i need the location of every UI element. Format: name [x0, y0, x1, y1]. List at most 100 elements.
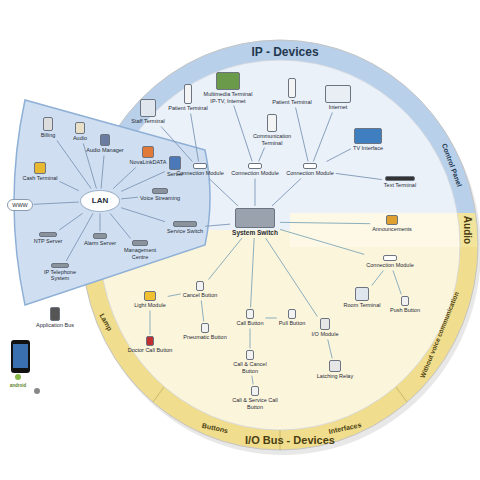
node-text: NovaLinkDATA: [130, 159, 167, 165]
node-text: Room Terminal: [344, 302, 381, 308]
device-node: NovaLinkDATA: [129, 145, 168, 166]
ring-label: Control Panel: [441, 142, 463, 187]
device-node: Room Terminal: [343, 286, 382, 309]
device-icon: [325, 85, 351, 103]
device-icon: [100, 134, 110, 146]
node-text: Doctor Call Button: [128, 347, 173, 353]
apple-logo: [34, 388, 40, 394]
connector-wire: [328, 340, 333, 359]
connector-wire: [59, 213, 82, 230]
node-text: Application Bus: [36, 322, 74, 328]
device-node: System Switch: [231, 207, 279, 237]
connector-wire: [265, 317, 276, 318]
node-text: Text Terminal: [384, 182, 416, 188]
device-icon: [246, 350, 254, 360]
device-icon: [152, 188, 168, 194]
device-icon: [51, 263, 69, 268]
device-icon: [43, 117, 53, 131]
device-icon: [385, 176, 415, 181]
device-node: Communication Terminal: [246, 113, 298, 146]
connector-wire: [272, 179, 301, 206]
node-text: Pull Button: [279, 320, 306, 326]
node-text: Push Button: [390, 307, 420, 313]
node-text: Cancel Button: [183, 292, 218, 298]
device-icon: [320, 318, 330, 330]
connector-wire: [101, 156, 104, 189]
device-icon: [251, 386, 259, 396]
node-text: Patient Terminal: [272, 99, 311, 105]
device-node: Call & Service Call Button: [229, 385, 281, 410]
connector-wire: [66, 213, 93, 261]
device-icon: [235, 208, 275, 228]
device-icon: [354, 128, 382, 144]
connector-wire: [336, 173, 382, 179]
device-icon: [329, 360, 341, 372]
device-node: Cash Terminal: [21, 161, 58, 182]
ring-label: IP - Devices: [251, 46, 318, 58]
node-text: Staff Terminal: [131, 118, 164, 124]
node-text: Billing: [41, 132, 56, 138]
device-icon: [201, 323, 209, 333]
node-text: TV Interface: [353, 145, 383, 151]
connector-wire: [60, 181, 79, 190]
device-icon: [196, 281, 204, 291]
node-text: Call & Service Call Button: [230, 397, 280, 409]
connector-wire: [313, 113, 332, 162]
device-icon: [140, 99, 156, 117]
connector-wire: [201, 301, 203, 322]
device-node: IP Telephone System: [34, 262, 86, 282]
device-icon: [216, 72, 240, 90]
node-text: Audio Manager: [86, 147, 123, 153]
connector-wire: [121, 197, 138, 199]
device-node: Connection Module: [285, 162, 334, 177]
connector-wire: [234, 106, 252, 162]
device-icon: [184, 84, 192, 104]
device-node: Alarm Server: [83, 232, 117, 247]
device-icon: [303, 163, 317, 169]
device-icon: [144, 291, 156, 301]
connector-wire: [57, 141, 91, 189]
node-text: NTP Server: [34, 238, 63, 244]
node-text: IP Telephone System: [35, 269, 85, 281]
connector-wire: [372, 271, 384, 286]
device-node: Audio Manager: [85, 133, 124, 154]
device-node: Connection Module: [365, 254, 414, 269]
node-text: Voice Streaming: [140, 195, 180, 201]
device-node: Multimedia Terminal IP-TV, Internet: [202, 71, 254, 104]
device-node: Cancel Button: [182, 280, 219, 299]
connector-wire: [251, 238, 255, 307]
device-icon: [173, 221, 197, 227]
android-logo: [15, 374, 21, 380]
device-node: Light Module: [133, 290, 167, 309]
connector-wire: [209, 179, 238, 206]
device-icon: [75, 122, 85, 134]
device-node: Pneumatic Button: [182, 322, 227, 341]
connector-wire: [113, 168, 135, 189]
device-node: Billing: [40, 116, 57, 139]
audio-band: [290, 213, 480, 247]
device-icon: [146, 336, 154, 346]
node-text: Connection Module: [286, 170, 333, 176]
device-node: Announcements: [371, 214, 413, 233]
wheel-outline: [82, 40, 478, 450]
device-node: I/O Module: [311, 317, 340, 338]
device-node: Connection Module: [230, 162, 279, 177]
device-icon: [401, 296, 409, 306]
lan-cloud: LAN: [80, 190, 120, 213]
device-node: Call & Cancel Button: [224, 349, 276, 374]
node-text: WWW: [12, 202, 28, 208]
device-icon: [132, 240, 148, 246]
device-icon: [288, 78, 296, 98]
connector-wire: [250, 329, 251, 349]
ring-label: Buttons: [201, 422, 228, 434]
connector-wire: [280, 222, 370, 223]
device-node: Doctor Call Button: [127, 335, 174, 354]
device-node: Management Centre: [114, 239, 166, 260]
node-text: Call Button: [237, 320, 264, 326]
device-icon: [39, 232, 57, 237]
node-text: Cash Terminal: [22, 175, 57, 181]
audio-area: [290, 213, 480, 247]
connector-wire: [34, 202, 79, 204]
segment-divider: [153, 387, 164, 402]
